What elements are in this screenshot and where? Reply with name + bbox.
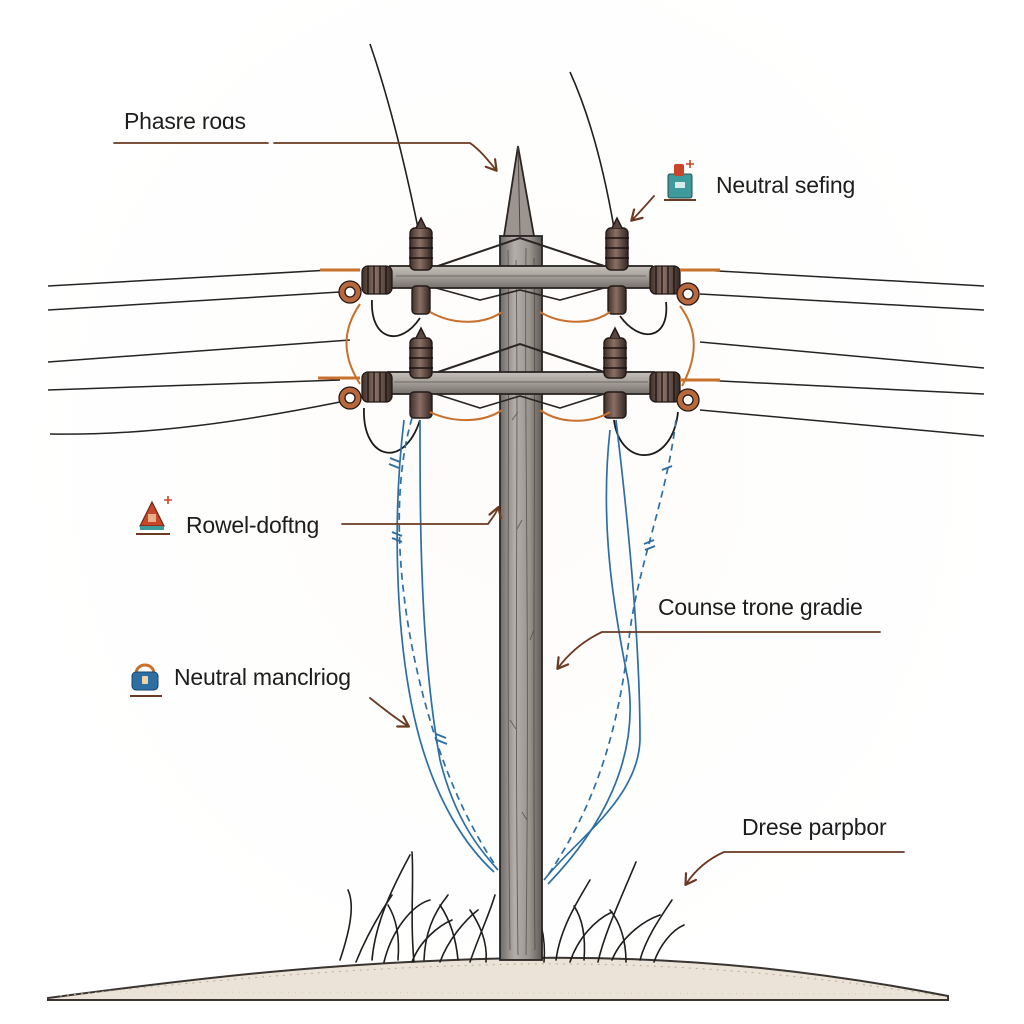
warning-triangle-plus-icon bbox=[136, 496, 172, 535]
ground bbox=[47, 956, 949, 1001]
neutral-mancliriog-arrow bbox=[369, 697, 408, 726]
overhead-wires-right bbox=[699, 269, 985, 437]
neutral-sefing-label: Neutral sefing bbox=[716, 172, 856, 198]
utility-pole bbox=[499, 145, 543, 961]
rowel-dofting-arrow bbox=[341, 508, 498, 525]
neutral-conductors bbox=[396, 417, 677, 885]
overhead-wires-left bbox=[47, 269, 351, 435]
upper-crossarm bbox=[389, 236, 653, 301]
phase-rods-label: Phasre roɑs bbox=[124, 108, 246, 134]
drese-parpbor-label: Drese parpbor bbox=[742, 814, 887, 840]
strain-insulators bbox=[318, 265, 720, 412]
rowel-dofting-label: Rowel-doftng bbox=[186, 512, 320, 538]
jumper-wires bbox=[345, 303, 695, 422]
conductor-clips bbox=[388, 457, 673, 745]
drese-parpbor-arrow bbox=[686, 851, 905, 884]
battery-plus-icon bbox=[664, 160, 696, 201]
lower-crossarm bbox=[387, 342, 655, 409]
neutral-mancliriog-label: Neutral manclriog bbox=[174, 664, 351, 690]
padlock-icon bbox=[130, 663, 162, 697]
phase-rods-arrow bbox=[113, 142, 496, 170]
grass-tufts bbox=[339, 851, 685, 963]
callout-arrows bbox=[113, 142, 905, 884]
neutral-sefing-arrow bbox=[632, 195, 655, 220]
upper-leads bbox=[369, 43, 615, 229]
course-trone-arrow bbox=[558, 631, 881, 668]
course-trone-gradie-label: Counse trone gradie bbox=[658, 594, 863, 620]
